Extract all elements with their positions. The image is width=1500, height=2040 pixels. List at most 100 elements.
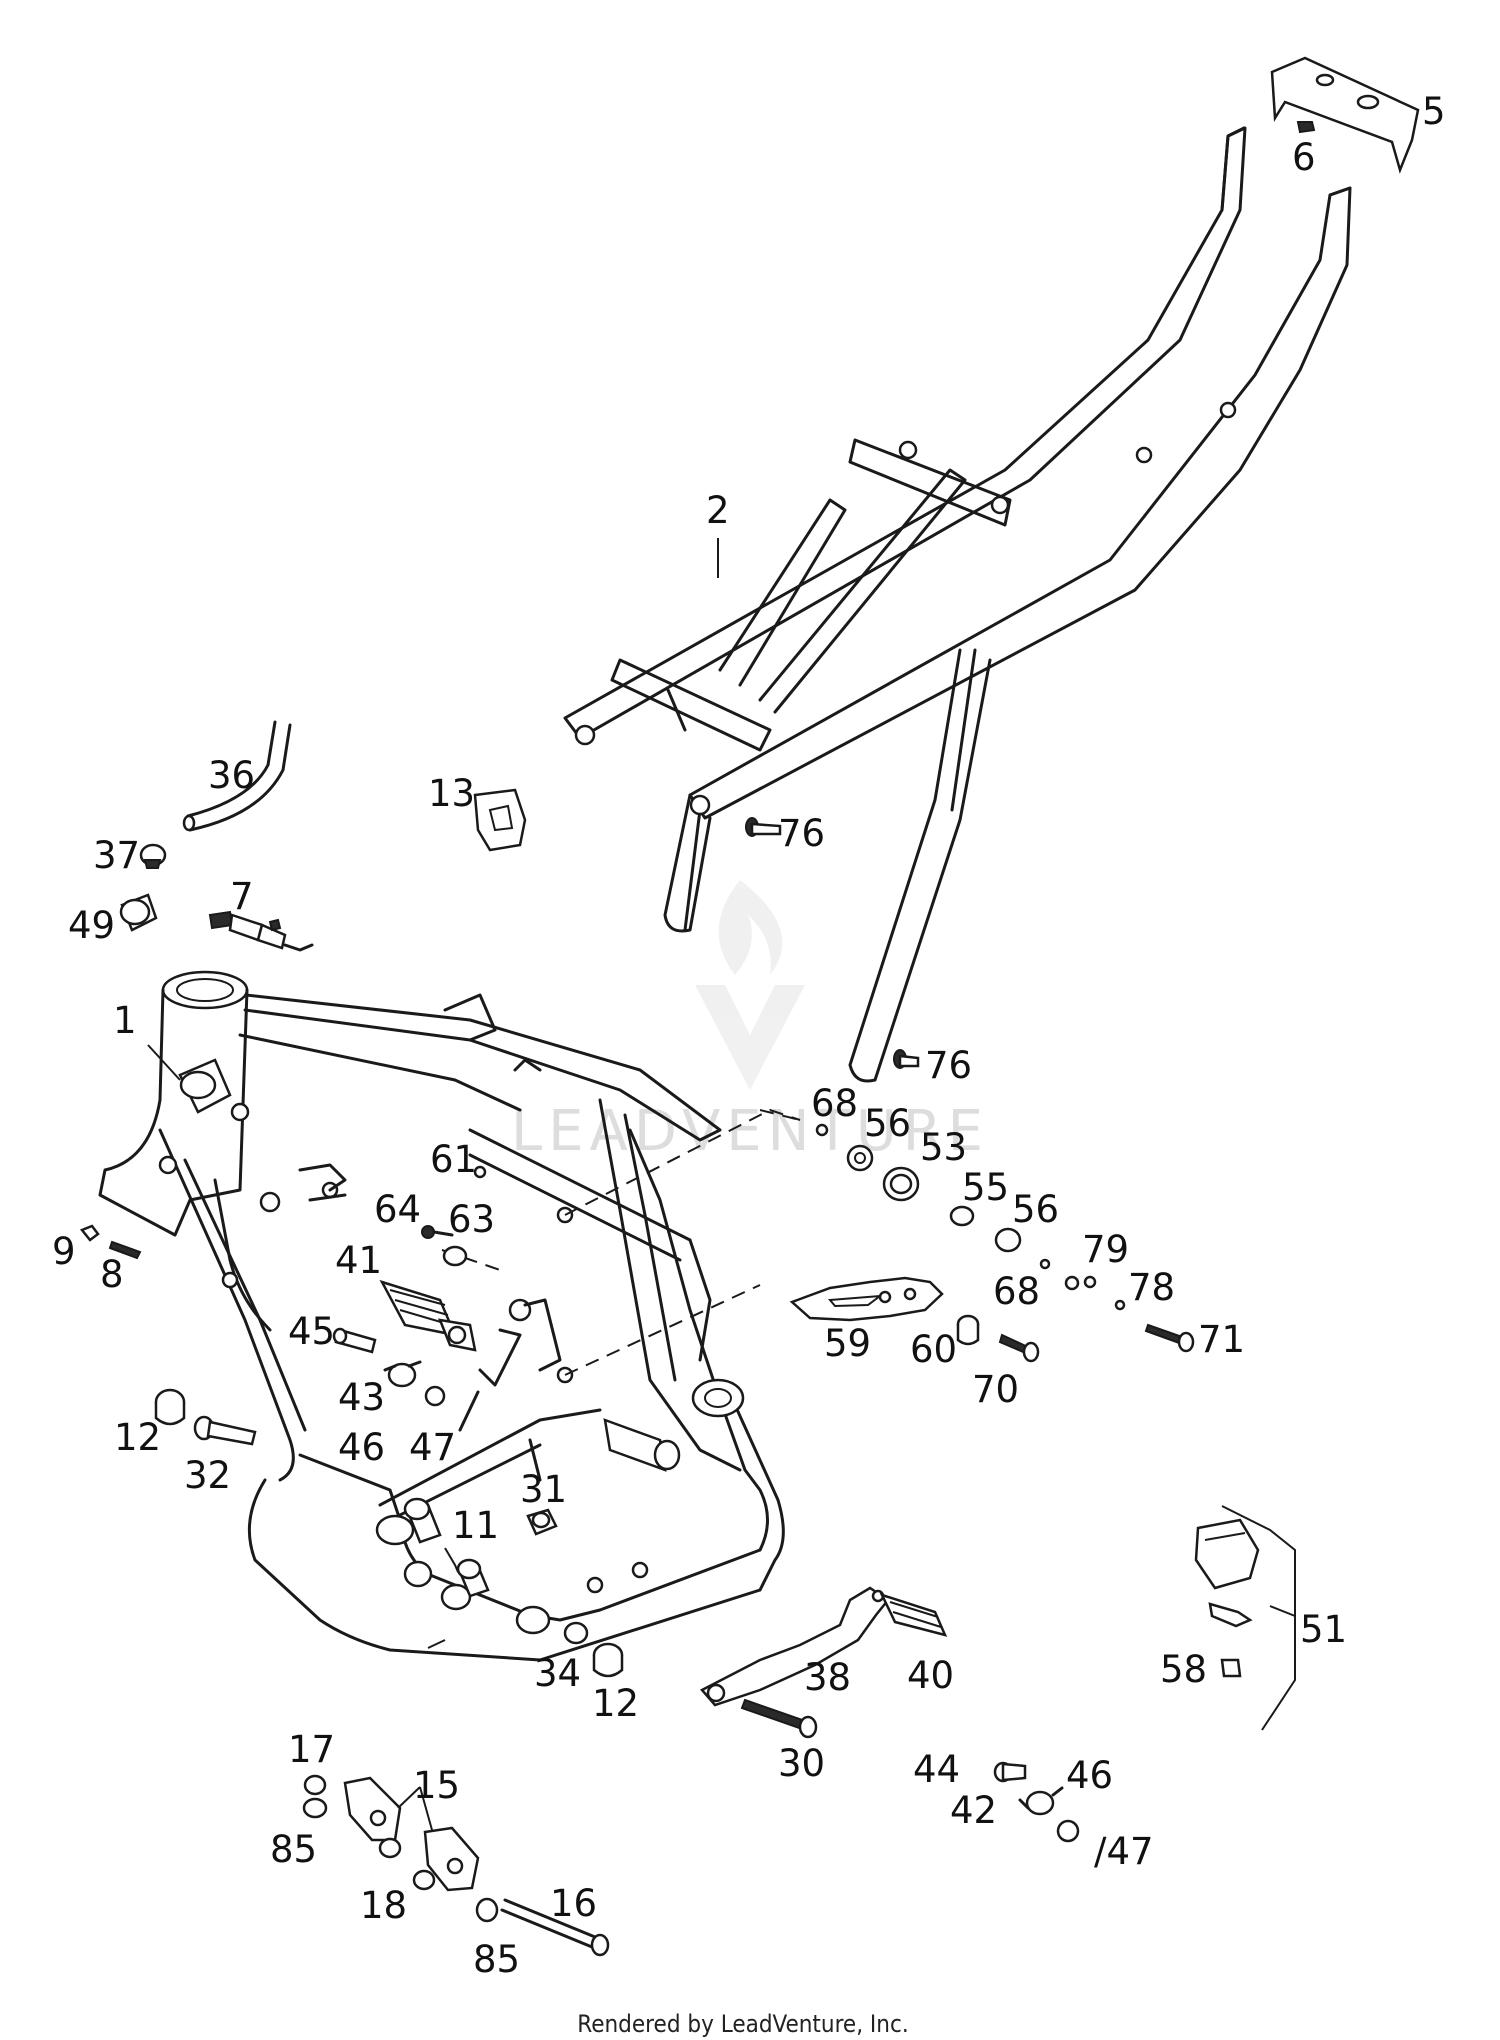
label-7: 7 <box>230 875 254 918</box>
label-34: 34 <box>534 1652 581 1695</box>
chain-guide-13 <box>473 788 527 852</box>
label-32: 32 <box>184 1454 231 1497</box>
watermark-logo <box>695 880 805 1090</box>
bolt-76-upper <box>745 817 782 837</box>
label-85a: 85 <box>270 1828 317 1871</box>
label-18: 18 <box>360 1884 407 1927</box>
label-12a: 12 <box>114 1416 161 1459</box>
label-30: 30 <box>778 1742 825 1785</box>
small-parts-61-64-63 <box>421 1165 487 1267</box>
label-1: 1 <box>113 999 137 1042</box>
pin-44 <box>993 1761 1027 1783</box>
label-56a: 56 <box>864 1102 911 1145</box>
label-15: 15 <box>413 1764 460 1807</box>
side-stand-51 <box>1194 1505 1296 1731</box>
label-42: 42 <box>950 1789 997 1832</box>
label-64: 64 <box>374 1188 421 1231</box>
washer-68-lower <box>1039 1258 1051 1270</box>
bolts-17-85-18 <box>302 1774 499 1923</box>
callout-labels: 1 2 5 6 7 8 9 11 12 12 13 15 16 17 18 30… <box>52 90 1446 1981</box>
bush-12-lower <box>592 1642 624 1678</box>
label-43: 43 <box>338 1376 385 1419</box>
label-47a: 47 <box>409 1426 456 1469</box>
label-71: 71 <box>1198 1318 1245 1361</box>
spring-43 <box>383 1360 422 1388</box>
watermark-text: LEADVENTURE <box>511 1099 989 1164</box>
sleeve-55 <box>949 1205 975 1227</box>
label-85b: 85 <box>473 1938 520 1981</box>
label-6: 6 <box>1292 136 1316 179</box>
label-68b: 68 <box>993 1270 1040 1313</box>
label-9: 9 <box>52 1230 76 1273</box>
bolt-32 <box>193 1415 257 1446</box>
label-78: 78 <box>1128 1266 1175 1309</box>
label-46a: 46 <box>338 1426 385 1469</box>
label-53: 53 <box>920 1126 967 1169</box>
label-68a: 68 <box>811 1082 858 1125</box>
label-76b: 76 <box>925 1044 972 1087</box>
bolt-76-lower <box>893 1049 920 1069</box>
cotter-47 <box>458 1390 480 1432</box>
label-31: 31 <box>520 1468 567 1511</box>
label-51: 51 <box>1300 1608 1347 1651</box>
washer-68-upper <box>815 1123 829 1137</box>
label-46b: 46 <box>1066 1754 1113 1797</box>
washer-78 <box>1114 1299 1126 1311</box>
screw-8 <box>108 1240 142 1260</box>
bushing-56-lower <box>994 1227 1022 1253</box>
label-56b: 56 <box>1012 1188 1059 1231</box>
label-5: 5 <box>1422 90 1446 133</box>
label-8: 8 <box>100 1253 124 1296</box>
washer-46-lower <box>1056 1819 1080 1843</box>
label-58: 58 <box>1160 1648 1207 1691</box>
label-55: 55 <box>962 1166 1009 1209</box>
brake-pedal-38 <box>700 1586 890 1707</box>
screw-6 <box>1296 121 1316 134</box>
bush-11 <box>403 1497 490 1598</box>
label-17: 17 <box>288 1728 335 1771</box>
washer-46 <box>424 1385 446 1407</box>
boot-49 <box>119 893 158 932</box>
nut-31 <box>526 1508 558 1536</box>
label-36: 36 <box>208 754 255 797</box>
label-61: 61 <box>430 1138 477 1181</box>
bolt-16 <box>500 1898 610 1957</box>
footer-credit: Rendered by LeadVenture, Inc. <box>577 2010 908 2038</box>
hose-36 <box>182 720 292 832</box>
label-11: 11 <box>452 1504 499 1547</box>
subframe <box>563 126 1352 1083</box>
switch-7 <box>208 910 314 952</box>
bolt-71 <box>1144 1323 1195 1353</box>
washer-79 <box>1064 1275 1097 1291</box>
main-frame <box>98 970 801 1662</box>
fitting-37 <box>139 843 167 869</box>
label-12b: 12 <box>592 1682 639 1725</box>
pin-45 <box>332 1327 377 1354</box>
bush-12-upper <box>154 1388 186 1426</box>
footpeg-41 <box>379 1279 477 1352</box>
label-76a: 76 <box>778 812 825 855</box>
label-38: 38 <box>804 1656 851 1699</box>
pedal-tip-40 <box>879 1592 948 1637</box>
label-37: 37 <box>93 834 140 877</box>
label-79: 79 <box>1082 1228 1129 1271</box>
label-60: 60 <box>910 1328 957 1371</box>
label-13: 13 <box>428 772 475 815</box>
spring-42 <box>1018 1786 1064 1816</box>
label-70: 70 <box>972 1368 1019 1411</box>
nut-9 <box>79 1224 100 1242</box>
label-16: 16 <box>550 1882 597 1925</box>
seal-53 <box>882 1166 920 1202</box>
label-49: 49 <box>68 904 115 947</box>
label-40: 40 <box>907 1654 954 1697</box>
label-59: 59 <box>824 1322 871 1365</box>
label-44: 44 <box>913 1748 960 1791</box>
bushing-56-upper <box>846 1144 874 1172</box>
label-47b: /47 <box>1094 1830 1154 1873</box>
label-63: 63 <box>448 1198 495 1241</box>
sleeve-60 <box>956 1314 980 1346</box>
bolt-30 <box>740 1698 818 1739</box>
label-45: 45 <box>288 1310 335 1353</box>
bolt-70 <box>998 1333 1040 1363</box>
